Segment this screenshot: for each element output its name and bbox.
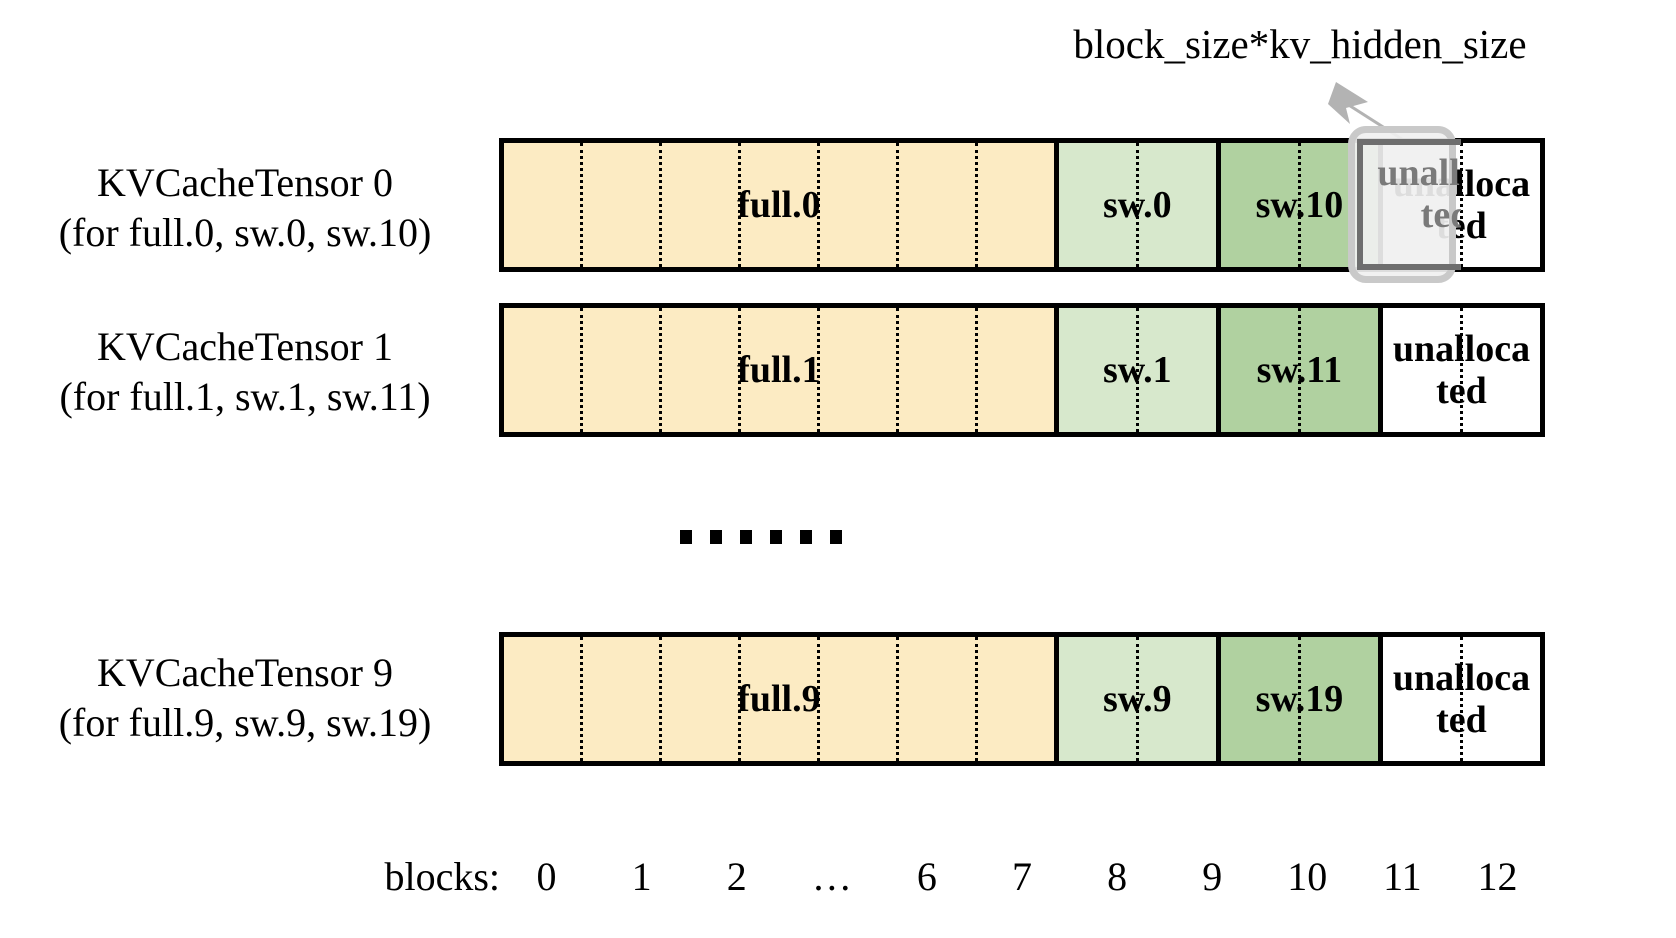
ellipsis-dot [830,530,842,544]
ellipsis-dot [710,530,722,544]
segment-sw-0[interactable]: sw.0 [1053,143,1216,267]
block-dividers [1221,308,1378,432]
segment-full-1[interactable]: full.1 [504,308,1054,432]
row-label-1-line2: (for full.1, sw.1, sw.11) [59,374,431,419]
segment-unallocated-1[interactable]: unalloca ted [1377,308,1540,432]
blocks-axis-ticks: 0 1 2 … 6 7 8 9 10 11 12 [499,852,1545,902]
axis-tick-5: 7 [1012,854,1033,899]
segment-sw-11-label: sw.11 [1256,349,1343,391]
kvcachetensor-bar-9: full.9 sw.9 sw.19 unalloca ted [499,632,1545,766]
ellipsis-dot [800,530,812,544]
axis-tick-0: 0 [536,854,557,899]
segment-full-0[interactable]: full.0 [504,143,1054,267]
block-size-annotation-label: block_size*kv_hidden_size [1073,21,1527,67]
segment-full-9[interactable]: full.9 [504,637,1054,761]
blocks-axis: blocks: 0 1 2 … 6 7 8 9 10 11 12 [0,852,1676,912]
segment-full-9-label: full.9 [737,678,821,720]
block-dividers [504,637,1054,761]
segment-sw-11[interactable]: sw.11 [1215,308,1378,432]
row-label-9: KVCacheTensor 9 (for full.9, sw.9, sw.19… [10,648,480,748]
ellipsis-dot [680,530,692,544]
row-label-1: KVCacheTensor 1 (for full.1, sw.1, sw.11… [10,322,480,422]
segment-full-0-label: full.0 [737,184,821,226]
ellipsis-dot [770,530,782,544]
segment-unallocated-9[interactable]: unalloca ted [1377,637,1540,761]
block-dividers [1059,308,1216,432]
highlight-selection-box[interactable] [1348,126,1461,283]
segment-sw-1[interactable]: sw.1 [1053,308,1216,432]
row-label-0-line2: (for full.0, sw.0, sw.10) [58,210,432,255]
segment-sw-19-label: sw.19 [1255,678,1344,720]
block-dividers [1383,637,1540,761]
highlight-inner-frame [1357,139,1461,270]
axis-tick-4: 6 [916,854,937,899]
row-label-9-line2: (for full.9, sw.9, sw.19) [58,700,432,745]
row-label-0-line1: KVCacheTensor 0 [97,160,393,205]
segment-unallocated-1-label: unalloca ted [1392,328,1531,412]
axis-tick-3: … [811,854,852,899]
axis-tick-7: 9 [1202,854,1223,899]
block-dividers [1059,143,1216,267]
block-dividers [1383,308,1540,432]
segment-sw-9-label: sw.9 [1102,678,1172,720]
axis-tick-2: 2 [726,854,747,899]
segment-full-1-label: full.1 [737,349,821,391]
segment-unallocated-9-label: unalloca ted [1392,657,1531,741]
block-dividers [1221,637,1378,761]
vertical-ellipsis [680,530,842,544]
axis-tick-9: 11 [1383,854,1422,899]
axis-tick-6: 8 [1107,854,1128,899]
axis-tick-10: 12 [1477,854,1518,899]
kvcachetensor-bar-1: full.1 sw.1 sw.11 unalloca ted [499,303,1545,437]
row-label-0: KVCacheTensor 0 (for full.0, sw.0, sw.10… [10,158,480,258]
segment-sw-1-label: sw.1 [1102,349,1172,391]
segment-sw-9[interactable]: sw.9 [1053,637,1216,761]
axis-tick-8: 10 [1287,854,1328,899]
block-dividers [504,143,1054,267]
axis-tick-1: 1 [631,854,652,899]
row-label-9-line1: KVCacheTensor 9 [97,650,393,695]
segment-sw-10-label: sw.10 [1255,184,1344,226]
block-dividers [504,308,1054,432]
ellipsis-dot [740,530,752,544]
row-label-1-line1: KVCacheTensor 1 [97,324,393,369]
segment-sw-19[interactable]: sw.19 [1215,637,1378,761]
block-dividers [1059,637,1216,761]
segment-sw-0-label: sw.0 [1102,184,1172,226]
blocks-axis-title: blocks: [384,854,500,899]
